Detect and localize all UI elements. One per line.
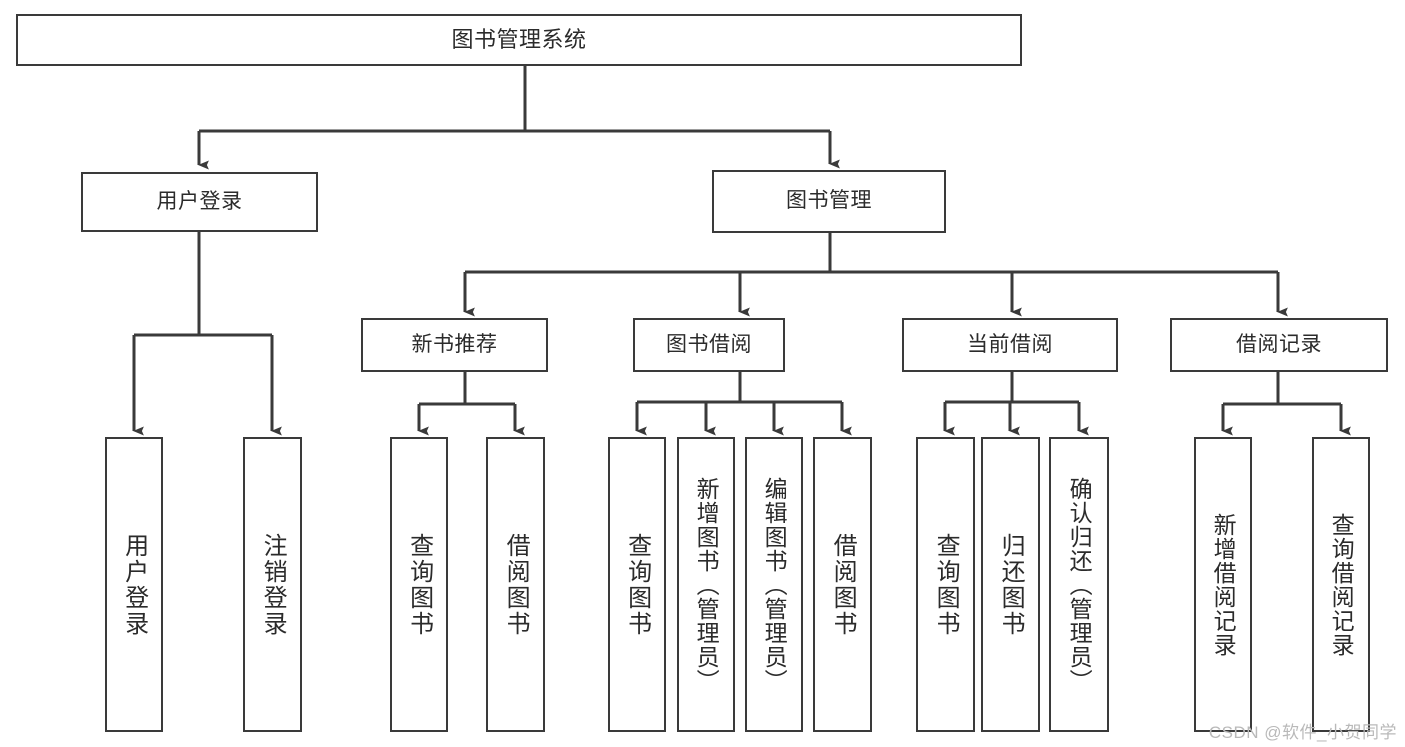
leaf-new-book-borrow-book[interactable]: 借阅图书: [486, 437, 545, 732]
node-book-management[interactable]: 图书管理: [712, 170, 946, 233]
leaf-borrow-record-query-record[interactable]: 查询借阅记录: [1312, 437, 1370, 732]
node-label: 查询借阅记录: [1328, 512, 1355, 657]
leaf-borrow-record-add-record[interactable]: 新增借阅记录: [1194, 437, 1252, 732]
leaf-current-borrow-query-book[interactable]: 查询图书: [916, 437, 975, 732]
node-label: 借阅记录: [1236, 332, 1322, 356]
node-label: 归还图书: [997, 532, 1025, 637]
node-label: 注销登录: [259, 532, 287, 637]
watermark-text: CSDN @软件_小贺同学: [1208, 723, 1397, 742]
leaf-book-borrow-add-book-admin[interactable]: 新增图书（管理员）: [677, 437, 735, 732]
node-label: 新书推荐: [411, 332, 498, 356]
node-borrow-record[interactable]: 借阅记录: [1170, 318, 1388, 372]
leaf-user-login-login[interactable]: 用户登录: [105, 437, 163, 732]
node-label: 新增图书（管理员）: [693, 476, 720, 693]
node-label: 用户登录: [120, 532, 148, 637]
node-current-borrow[interactable]: 当前借阅: [902, 318, 1118, 372]
node-label: 图书管理系统: [451, 27, 587, 53]
leaf-book-borrow-borrow-book[interactable]: 借阅图书: [813, 437, 872, 732]
node-label: 借阅图书: [502, 532, 530, 637]
leaf-new-book-query-book[interactable]: 查询图书: [390, 437, 448, 732]
node-book-borrow[interactable]: 图书借阅: [633, 318, 785, 372]
node-root-book-management-system[interactable]: 图书管理系统: [16, 14, 1022, 66]
node-label: 图书管理: [786, 189, 872, 213]
node-label: 查询图书: [623, 532, 651, 637]
leaf-current-borrow-return-book[interactable]: 归还图书: [981, 437, 1040, 732]
leaf-book-borrow-edit-book-admin[interactable]: 编辑图书（管理员）: [745, 437, 803, 732]
leaf-current-borrow-confirm-return-admin[interactable]: 确认归还（管理员）: [1049, 437, 1109, 732]
leaf-user-login-logout[interactable]: 注销登录: [243, 437, 302, 732]
node-label: 查询图书: [932, 532, 960, 637]
node-label: 用户登录: [156, 189, 243, 213]
node-label: 当前借阅: [967, 332, 1053, 356]
node-label: 图书借阅: [666, 332, 752, 356]
node-label: 确认归还（管理员）: [1066, 476, 1093, 693]
node-label: 借阅图书: [829, 532, 857, 637]
node-user-login[interactable]: 用户登录: [81, 172, 318, 232]
leaf-book-borrow-query-book[interactable]: 查询图书: [608, 437, 666, 732]
node-label: 编辑图书（管理员）: [761, 476, 788, 693]
node-label: 查询图书: [405, 532, 433, 637]
node-label: 新增借阅记录: [1210, 512, 1237, 657]
node-new-book-recommend[interactable]: 新书推荐: [361, 318, 548, 372]
